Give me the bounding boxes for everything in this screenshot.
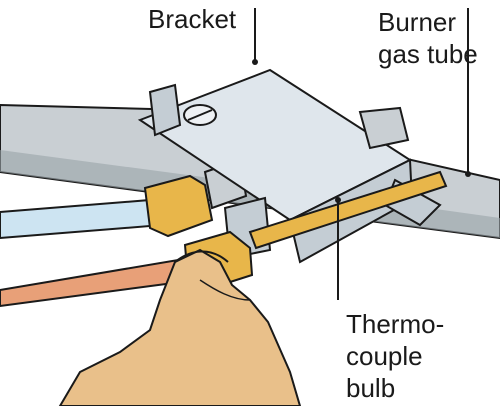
- label-thermo-line-3: bulb: [346, 373, 396, 403]
- blue-gas-line: [0, 198, 151, 240]
- label-thermo-line-1: Thermo-: [346, 309, 445, 339]
- brass-nut-upper: [143, 158, 248, 238]
- hand: [58, 248, 302, 406]
- label-thermocouple-bulb: Thermo- couple bulb: [346, 308, 444, 404]
- leader-lines: [252, 8, 471, 300]
- bracket-screw: [183, 104, 217, 126]
- label-burner-gas-tube: Burner gas tube: [378, 6, 478, 70]
- label-burner-line-2: gas tube: [378, 39, 478, 69]
- label-thermo-line-2: couple: [346, 341, 423, 371]
- label-bracket: Bracket: [148, 4, 237, 34]
- thermocouple-bulb-rod: [248, 170, 448, 250]
- pilot-fitting: [358, 106, 410, 150]
- label-burner-line-1: Burner: [378, 7, 457, 37]
